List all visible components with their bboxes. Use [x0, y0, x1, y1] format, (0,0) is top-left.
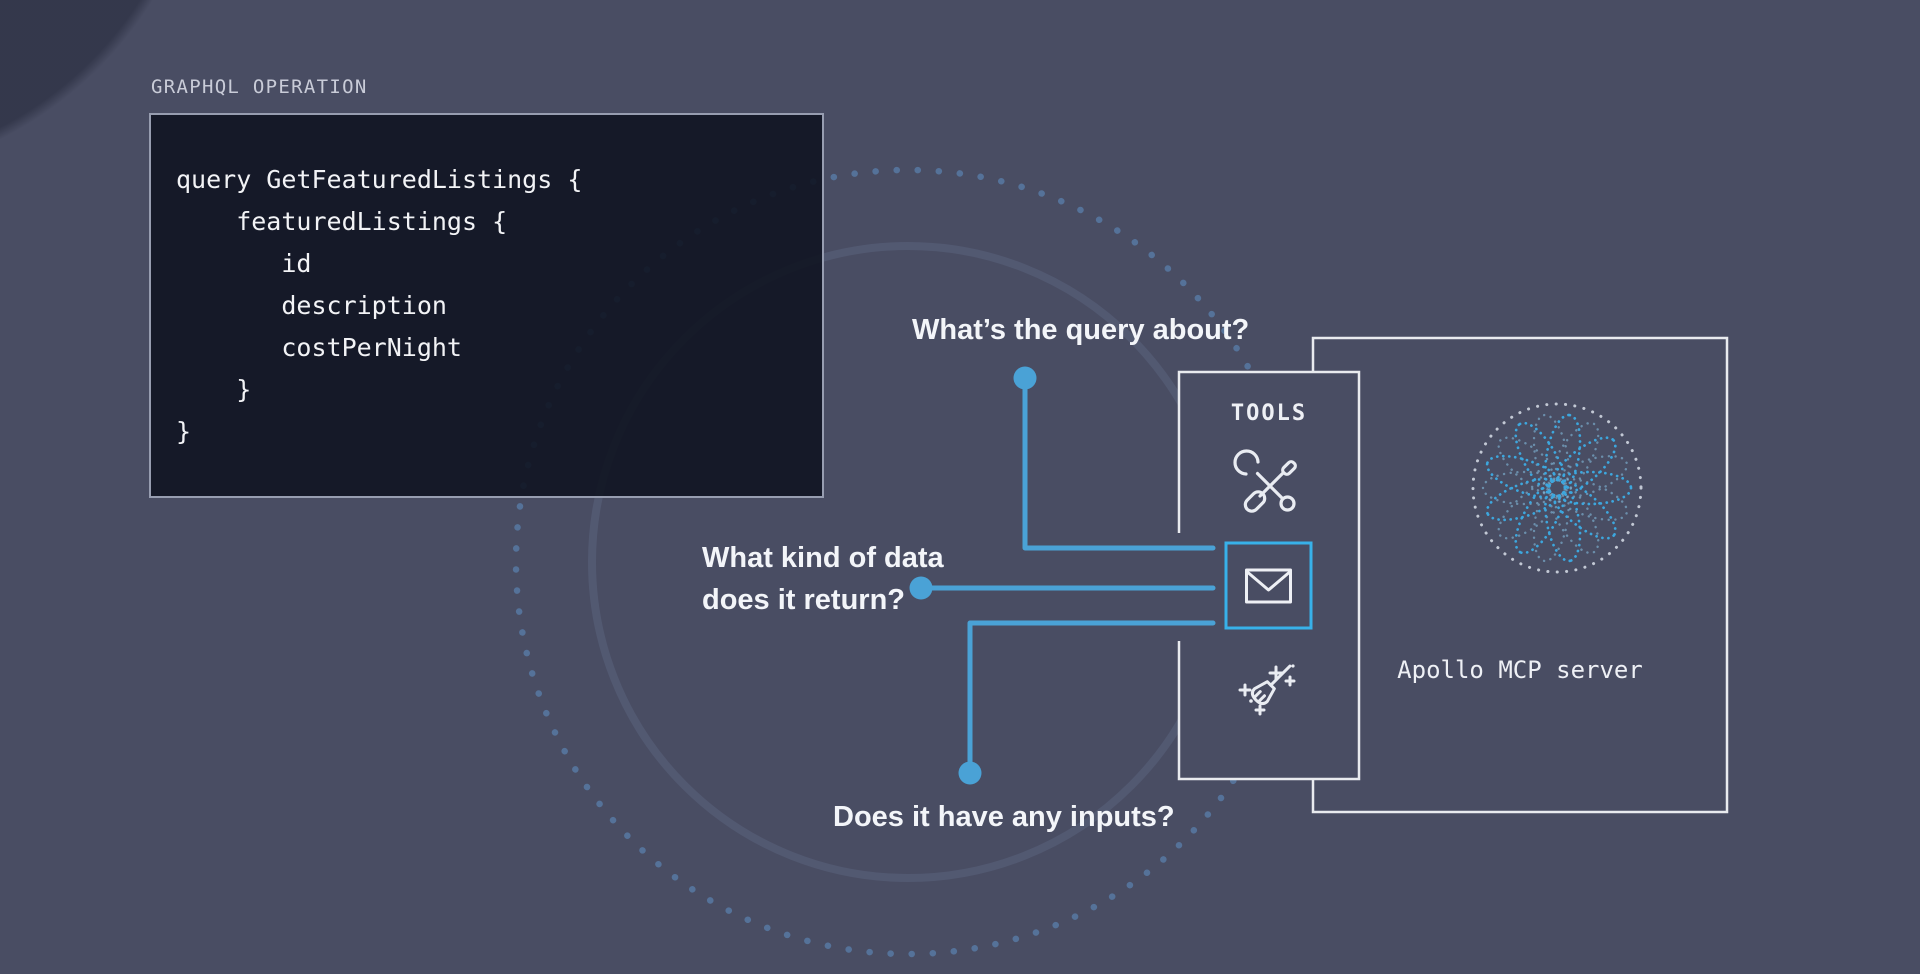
tools-box-border — [1177, 370, 1361, 781]
code-line: description — [176, 291, 447, 320]
connector-query-about — [1022, 375, 1216, 551]
connector-dot-inputs — [958, 761, 982, 785]
tools-box-fill — [1179, 372, 1359, 779]
mcp-mandala-graphic — [1471, 402, 1643, 574]
annotation-query-about: What’s the query about? — [912, 314, 1250, 346]
annotation-data-return-line1: What kind of data — [702, 542, 944, 574]
connector-dots — [909, 366, 1037, 785]
code-line: costPerNight — [176, 333, 462, 362]
code-line: featuredListings { — [176, 207, 508, 236]
apollo-mcp-server-label: Apollo MCP server — [1397, 656, 1643, 684]
apollo-mcp-server-box — [1311, 336, 1729, 814]
broom-sparkles-icon — [1238, 664, 1296, 716]
connector-inputs — [967, 620, 1216, 776]
tools-icon — [1233, 449, 1297, 513]
connector-dot-data-return — [909, 576, 933, 600]
code-line: } — [176, 375, 252, 404]
code-line: query GetFeaturedListings { — [176, 165, 583, 194]
envelope-tool-highlight-box — [1224, 541, 1313, 630]
annotation-inputs: Does it have any inputs? — [833, 801, 1175, 833]
code-line: } — [176, 417, 192, 446]
connector-lines — [918, 375, 1216, 776]
graphql-code-panel: query GetFeaturedListings { featuredList… — [149, 113, 824, 498]
annotation-data-return-line2: does it return? — [702, 584, 906, 616]
envelope-icon — [1245, 568, 1292, 604]
graphql-operation-label: GRAPHQL OPERATION — [151, 76, 368, 98]
connector-dot-query-about — [1013, 366, 1037, 390]
code-line: id — [176, 249, 312, 278]
tools-panel-title: TOOLS — [1230, 401, 1308, 426]
annotation-data-return: What kind of data does it return? — [702, 537, 944, 621]
